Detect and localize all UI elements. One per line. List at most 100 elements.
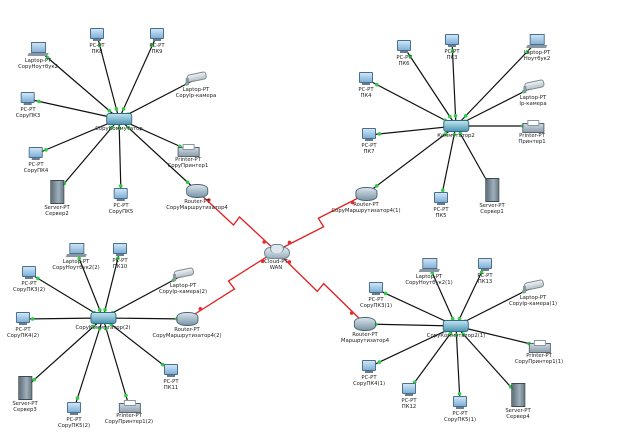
br-printer[interactable]: Printer-PT CopyПринтер1(1) [515,340,563,365]
wan-link [186,250,277,320]
lan-link [365,125,457,195]
switch-icon [443,120,469,132]
br-ip-camera[interactable]: Laptop-PT CopyIp-камера(1) [509,280,557,307]
tl-server[interactable]: Server-PT Сервер2 [44,180,70,217]
tr-pc7[interactable]: PC-PT ПК7 [361,128,377,155]
port-indicator [198,307,203,311]
br-router[interactable]: Router-PT Маршрутизатор4 [341,317,389,344]
port-indicator [457,316,462,321]
br-laptop[interactable]: Laptop-PT CopyНоутбук2(1) [405,258,453,286]
bl-ip-camera[interactable]: Laptop-PT CopyIp-камера(2) [159,268,207,295]
wan-cloud[interactable]: Cloud-PT WAN [262,244,290,271]
br-copy-pc3-1[interactable]: PC-PT CopyПК3(1) [360,282,392,309]
port-indicator [44,148,48,152]
pc-icon [452,396,468,410]
br-switch[interactable]: CopyКоммутатор2(1) [427,320,485,339]
port-indicator [97,327,102,331]
port-indicator [287,240,292,245]
lan-link [102,317,130,407]
port-indicator [453,114,458,118]
br-copy-pc4-1[interactable]: PC-PT CopyПК4(1) [353,360,385,387]
tl-pc9[interactable]: PC-PT ПК9 [149,28,165,55]
lan-link [118,118,198,192]
tr-server[interactable]: Server-PT Сервер1 [479,178,505,215]
port-indicator [161,362,165,367]
tl-laptop[interactable]: Laptop-PT CopyНоутбук2 [18,42,58,70]
bl-copy-pc3-2[interactable]: PC-PT CopyПК3(2) [13,266,45,293]
tr-ip-camera[interactable]: Laptop-PT Ip-камера [519,80,547,107]
tl-copy-pc5[interactable]: PC-PT CopyПК5 [109,188,133,215]
laptop-icon [527,34,547,49]
lan-link [24,317,104,389]
port-indicator [30,317,35,321]
wan-link [275,250,366,325]
port-indicator [377,132,382,136]
bl-switch[interactable]: CopyКоммутатор(2) [75,312,131,331]
port-indicator [450,49,455,53]
tr-pc5[interactable]: PC-PT ПК5 [433,192,449,219]
bl-pc11[interactable]: PC-PT ПК11 [163,364,179,391]
port-indicator [91,324,96,329]
bl-router[interactable]: Router-PT CopyМаршрутизатор4(2) [152,312,222,339]
ip-camera-icon [172,268,194,282]
bl-copy-pc5-2[interactable]: PC-PT CopyПК5(2) [58,402,90,429]
tr-router[interactable]: Router-PT CopyМаршрутизатор4(1) [331,187,401,214]
br-pc12[interactable]: PC-PT ПК12 [401,383,417,410]
router-icon [353,317,376,331]
lan-link [118,118,122,196]
tr-pc4[interactable]: PC-PT ПК4 [358,72,374,99]
port-indicator [383,291,388,296]
bl-laptop[interactable]: Laptop-PT CopyНоутбук2(2) [52,243,100,271]
tl-printer[interactable]: Printer-PT CopyПринтер1 [168,144,208,169]
pc-icon [113,188,129,202]
lan-link [440,125,457,200]
switch-icon [90,312,116,324]
tr-switch[interactable]: Коммутатор2 [437,120,475,139]
laptop-icon [28,42,48,57]
pc-icon [21,266,37,280]
router-icon [176,312,198,326]
port-indicator [450,316,455,321]
br-copy-pc5-1[interactable]: PC-PT CopyПК5(1) [444,396,476,423]
tl-switch[interactable]: CopyКоммутатор [95,113,143,132]
port-indicator [461,332,466,337]
lan-link [22,317,104,320]
bl-printer[interactable]: Printer-PT CopyПринтер1(2) [105,400,153,425]
bl-copy-pc4-2[interactable]: PC-PT CopyПК4(2) [7,312,39,339]
lan-link [455,41,538,127]
port-indicator [260,259,265,264]
tr-pc6[interactable]: PC-PT ПК6 [396,40,412,67]
port-indicator [262,240,266,244]
pc-icon [358,72,374,86]
laptop-icon [66,243,86,258]
bl-server[interactable]: Server-PT Сервер3 [12,376,38,413]
port-indicator [375,82,379,87]
printer-icon [521,120,544,133]
port-indicator [350,200,355,205]
port-indicator [36,276,40,281]
printer-icon [529,340,551,353]
port-indicator [185,180,190,185]
lan-link [455,86,534,127]
tl-ip-camera[interactable]: Laptop-PT CopyIp-камера [176,72,216,99]
tl-pc8[interactable]: PC-PT ПК8 [89,28,105,55]
port-indicator [287,260,292,264]
port-indicator [454,333,459,338]
tr-printer[interactable]: Printer-PT Принтер1 [518,120,546,145]
br-server[interactable]: Server-PT Сервер4 [505,383,531,420]
br-pc13[interactable]: PC-PT ПК13 [477,258,493,285]
tr-pc3[interactable]: PC-PT ПК3 [444,34,460,61]
port-indicator [447,114,452,119]
pc-icon [149,28,165,42]
port-indicator [114,107,119,111]
port-indicator [75,396,80,400]
bl-pc10[interactable]: PC-PT ПК10 [112,243,128,270]
tr-laptop[interactable]: Laptop-PT Ноутбук2 [524,34,550,62]
lan-link [455,286,534,327]
pc-icon [20,92,36,106]
tl-copy-pc4[interactable]: PC-PT CopyПК4 [24,147,48,174]
tl-copy-pc3[interactable]: PC-PT CopyПК3 [16,92,40,119]
ip-camera-icon [185,72,207,86]
tl-router[interactable]: Router-PT CopyМаршрутизатор4 [166,184,228,211]
